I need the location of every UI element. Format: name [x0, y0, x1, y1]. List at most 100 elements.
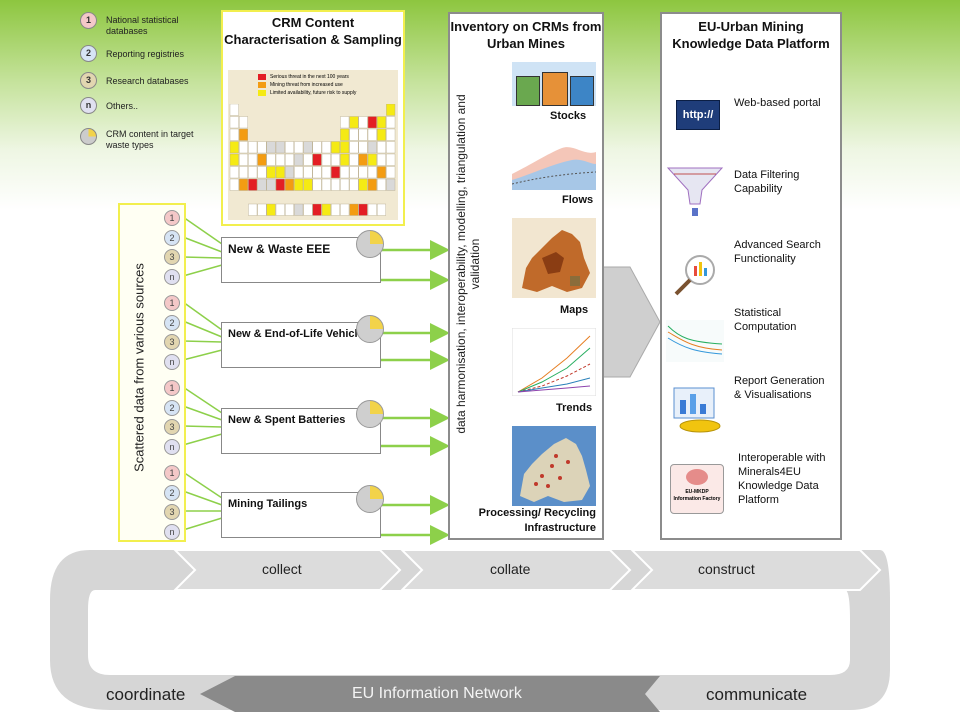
- periodic-cell: [367, 116, 377, 129]
- stage-construct: construct: [698, 561, 755, 577]
- periodic-cell: [229, 178, 239, 191]
- stage-collate: collate: [490, 561, 531, 577]
- periodic-cell: [257, 203, 267, 216]
- category-batteries[interactable]: New & Spent Batteries: [221, 408, 381, 454]
- collect-chevron: [172, 549, 402, 591]
- category-mining-tailings[interactable]: Mining Tailings: [221, 492, 381, 538]
- legend-label-n: Others..: [106, 101, 139, 111]
- crm-pie-icon-vehicles: [356, 315, 384, 343]
- periodic-cell: [294, 203, 304, 216]
- periodic-cell: [376, 141, 386, 154]
- periodic-cell: [367, 203, 377, 216]
- stocks-image: [512, 62, 596, 106]
- crm-pie-icon-batteries: [356, 400, 384, 428]
- periodic-cell: [266, 166, 276, 179]
- periodic-cell: [349, 141, 359, 154]
- crm-panel-title: CRM Content Characterisation & Sampling: [224, 15, 402, 47]
- trends-caption: Trends: [556, 402, 593, 414]
- platform-panel: EU-Urban Mining Knowledge Data Platform …: [660, 12, 842, 540]
- periodic-cell: [367, 141, 377, 154]
- periodic-cell: [285, 153, 295, 166]
- periodic-cell: [248, 166, 258, 179]
- source-symbol-1: 1: [164, 380, 180, 396]
- periodic-cell: [376, 153, 386, 166]
- periodic-key-label-2: Mining threat from increased use: [270, 82, 343, 88]
- inventory-to-platform-arrow: [601, 266, 661, 378]
- periodic-cell: [340, 166, 350, 179]
- stage-communicate: communicate: [706, 685, 808, 704]
- bottom-arrow: [200, 676, 660, 712]
- report-chart-icon: [673, 387, 721, 433]
- source-symbol-3: 3: [164, 504, 180, 520]
- periodic-cell: [303, 178, 313, 191]
- periodic-cell: [229, 166, 239, 179]
- periodic-cell: [303, 153, 313, 166]
- category-label-batteries: New & Spent Batteries: [228, 414, 346, 426]
- periodic-cell: [330, 153, 340, 166]
- minerals4eu-logo: EU-MKDP Information Factory: [670, 464, 724, 514]
- legend-symbol-2: 2: [80, 45, 97, 62]
- periodic-cell: [312, 178, 322, 191]
- periodic-cell: [238, 141, 249, 154]
- source-symbol-1: 1: [164, 210, 180, 226]
- periodic-cell: [349, 203, 359, 216]
- periodic-cell: [367, 178, 377, 191]
- periodic-cell: [285, 178, 295, 191]
- periodic-cell: [229, 116, 239, 129]
- construct-chevron: [629, 549, 882, 591]
- periodic-cell: [312, 153, 322, 166]
- scattered-sources-label: Scattered data from various sources: [131, 263, 147, 472]
- platform-title: EU-Urban Mining Knowledge Data Platform: [672, 19, 830, 51]
- periodic-cell: [294, 141, 304, 154]
- collate-chevron: [399, 549, 632, 591]
- periodic-cell: [349, 116, 359, 129]
- periodic-cell: [275, 141, 285, 154]
- maps-caption: Maps: [560, 304, 589, 316]
- periodic-cell: [275, 166, 285, 179]
- source-symbol-2: 2: [164, 484, 180, 501]
- category-label-eee: New & Waste EEE: [228, 242, 331, 256]
- cycle-corner-arrow: [150, 555, 175, 585]
- periodic-cell: [330, 203, 340, 216]
- periodic-cell: [330, 166, 340, 179]
- source-symbol-2: 2: [164, 229, 180, 246]
- legend-label-3: Research databases: [106, 76, 189, 86]
- harmonisation-label: data harmonisation, interoperability, mo…: [454, 94, 482, 434]
- source-symbol-1: 1: [164, 295, 180, 311]
- periodic-cell: [386, 104, 396, 116]
- source-symbol-3: 3: [164, 334, 180, 350]
- source-symbol-n: n: [164, 523, 180, 540]
- crm-panel: CRM Content Characterisation & Sampling …: [221, 10, 405, 226]
- stocks-caption: Stocks: [550, 110, 587, 122]
- source-symbol-n: n: [164, 438, 180, 455]
- periodic-cell: [275, 178, 285, 191]
- legend-label-crm: CRM content in target waste types: [106, 129, 194, 150]
- feature-web-portal: Web-based portal: [734, 97, 821, 109]
- feature-data-filtering: Data Filtering Capability: [734, 169, 800, 195]
- periodic-cell: [248, 141, 258, 154]
- periodic-cell: [248, 153, 258, 166]
- trends-chart: [512, 328, 596, 396]
- periodic-cell: [312, 166, 322, 179]
- processing-map: [512, 426, 596, 506]
- legend-label-2: Reporting registries: [106, 49, 185, 59]
- feature-statistical-computation: Statistical Computation: [734, 307, 797, 333]
- periodic-cell: [349, 128, 359, 141]
- category-waste-eee[interactable]: New & Waste EEE: [221, 237, 381, 283]
- source-symbol-1: 1: [164, 465, 180, 481]
- periodic-key-red: [258, 74, 266, 80]
- category-vehicles[interactable]: New & End-of-Life Vehicles: [221, 322, 381, 368]
- periodic-cell: [367, 153, 377, 166]
- periodic-cell: [340, 128, 350, 141]
- stage-collect: collect: [262, 561, 302, 577]
- http-icon: http://: [676, 100, 720, 130]
- periodic-cell: [349, 166, 359, 179]
- periodic-cell: [229, 128, 239, 141]
- periodic-cell: [312, 203, 322, 216]
- processing-caption: Processing/ Recycling Infrastructure: [478, 507, 596, 534]
- periodic-cell: [238, 116, 249, 129]
- periodic-cell: [266, 203, 276, 216]
- periodic-cell: [275, 203, 285, 216]
- minerals4eu-logo-text: EU-MKDP Information Factory: [673, 489, 721, 502]
- periodic-cell: [321, 178, 331, 191]
